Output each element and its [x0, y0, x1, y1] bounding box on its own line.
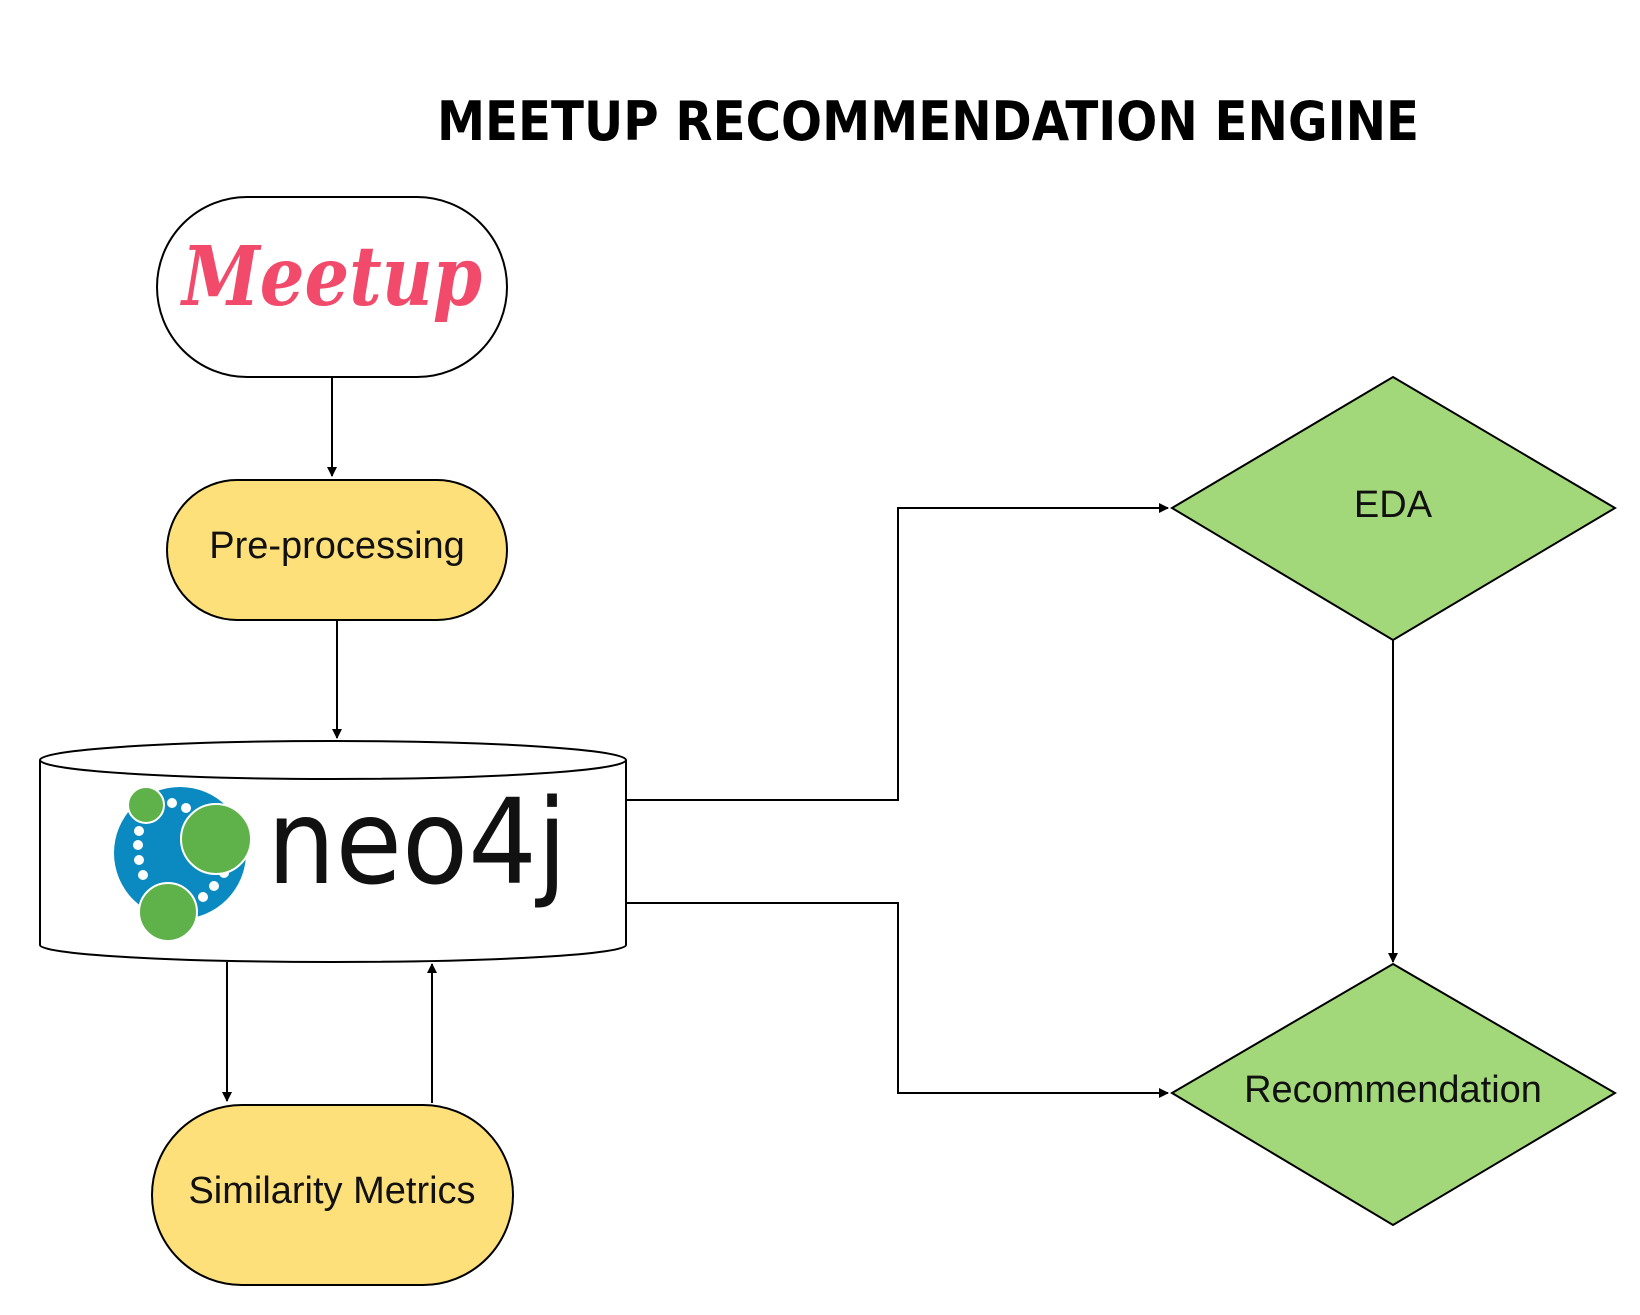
neo4j-graph-icon	[114, 786, 252, 942]
eda-label: EDA	[1354, 484, 1433, 526]
neo4j-node: neo4j	[39, 740, 627, 963]
edges	[222, 378, 1398, 1103]
recommendation-node: Recommendation	[1170, 962, 1617, 1227]
edge-neo4j-to-eda	[627, 503, 1169, 801]
preprocessing-node-shape	[166, 479, 508, 621]
similarity-node: Similarity Metrics	[151, 1104, 514, 1286]
similarity-label: Similarity Metrics	[188, 1170, 475, 1212]
meetup-logo: Meetup	[179, 229, 482, 325]
diagram-title: MEETUP RECOMMENDATION ENGINE	[437, 90, 1419, 153]
meetup-node-shape	[156, 196, 508, 378]
recommendation-node-shape	[1170, 962, 1617, 1227]
preprocessing-node: Pre-processing	[166, 479, 508, 621]
preprocessing-label: Pre-processing	[209, 525, 465, 567]
eda-node: EDA	[1170, 375, 1617, 642]
neo4j-cylinder-top	[39, 740, 627, 780]
similarity-node-shape	[151, 1104, 514, 1286]
neo4j-wordmark: neo4j	[267, 773, 567, 911]
edge-neo4j-to-recommendation	[627, 902, 1169, 1098]
meetup-node: Meetup	[156, 196, 508, 378]
recommendation-label: Recommendation	[1244, 1069, 1542, 1111]
eda-node-shape	[1170, 375, 1617, 642]
